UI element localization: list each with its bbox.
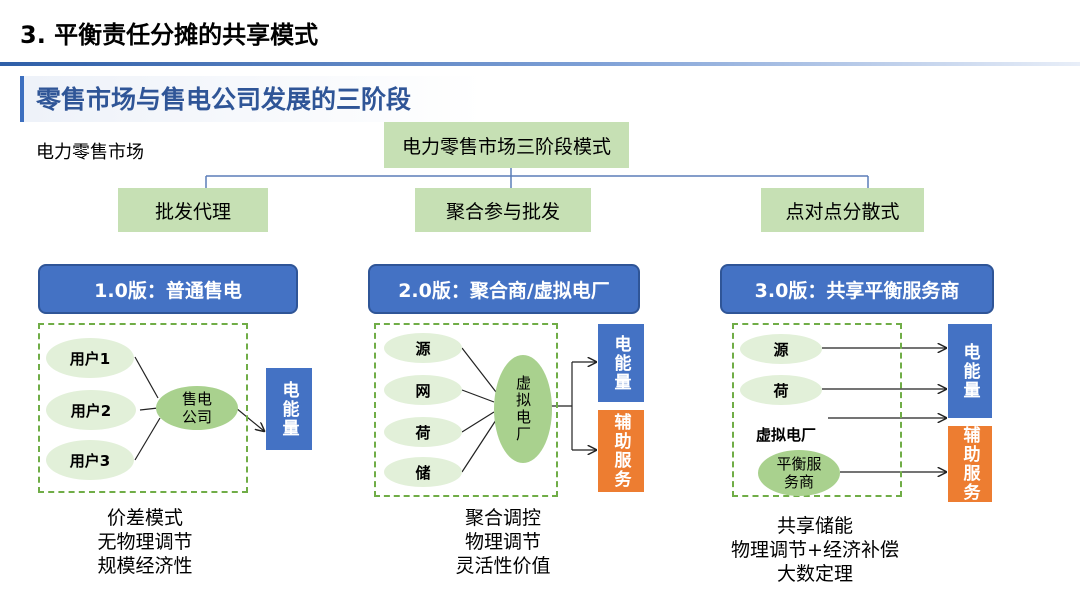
source-node: 源 xyxy=(740,334,822,364)
note-line: 物理调节+经济补偿 xyxy=(731,539,899,561)
source-node: 源 xyxy=(384,333,462,363)
user-node: 用户2 xyxy=(46,390,136,430)
mode-box-aggregated: 聚合参与批发 xyxy=(415,188,591,232)
note-line: 大数定理 xyxy=(776,563,853,585)
grid-node: 网 xyxy=(384,375,462,405)
note-line: 无物理调节 xyxy=(97,531,193,553)
user-node: 用户1 xyxy=(46,338,134,378)
section-title: 零售市场与售电公司发展的三阶段 xyxy=(36,85,412,114)
version-2-notes: 聚合调控 物理调节 灵活性价值 xyxy=(418,506,588,578)
version-1-frame xyxy=(38,323,248,493)
version-3-header: 3.0版：共享平衡服务商 xyxy=(720,264,994,314)
page-title: 3. 平衡责任分摊的共享模式 xyxy=(20,21,319,49)
energy-output-tag: 电能量 xyxy=(598,324,644,402)
note-line: 灵活性价值 xyxy=(455,555,551,577)
section-title-background xyxy=(24,76,484,122)
balance-service-provider-node: 平衡服 务商 xyxy=(758,450,840,496)
version-3-frame xyxy=(732,323,902,497)
mode-box-p2p: 点对点分散式 xyxy=(761,188,924,232)
energy-output-tag: 电能量 xyxy=(948,324,992,418)
note-line: 聚合调控 xyxy=(464,507,541,529)
section-accent-bar xyxy=(20,76,24,122)
version-1-header: 1.0版：普通售电 xyxy=(38,264,298,314)
ancillary-service-tag: 辅助服务 xyxy=(948,426,992,502)
version-2-frame xyxy=(374,323,558,497)
note-line: 共享储能 xyxy=(776,515,853,537)
virtual-power-plant-label: 虚拟电厂 xyxy=(755,426,816,444)
energy-output-tag: 电能量 xyxy=(266,368,312,450)
load-node: 荷 xyxy=(740,375,822,405)
version-3-notes: 共享储能 物理调节+经济补偿 大数定理 xyxy=(710,514,920,586)
storage-node: 储 xyxy=(384,457,462,487)
note-line: 规模经济性 xyxy=(97,555,193,577)
retail-company-node: 售电 公司 xyxy=(156,386,238,430)
title-divider xyxy=(0,62,1080,66)
version-2-header: 2.0版：聚合商/虚拟电厂 xyxy=(368,264,640,314)
user-node: 用户3 xyxy=(46,440,134,480)
load-node: 荷 xyxy=(384,417,462,447)
mode-box-wholesale-agent: 批发代理 xyxy=(118,188,268,232)
note-line: 价差模式 xyxy=(106,507,183,529)
root-mode-box: 电力零售市场三阶段模式 xyxy=(384,122,629,168)
note-line: 物理调节 xyxy=(464,531,541,553)
ancillary-service-tag: 辅助服务 xyxy=(598,410,644,492)
virtual-power-plant-node: 虚拟电厂 xyxy=(494,355,552,463)
market-label: 电力零售市场 xyxy=(36,142,144,163)
version-1-notes: 价差模式 无物理调节 规模经济性 xyxy=(60,506,230,578)
